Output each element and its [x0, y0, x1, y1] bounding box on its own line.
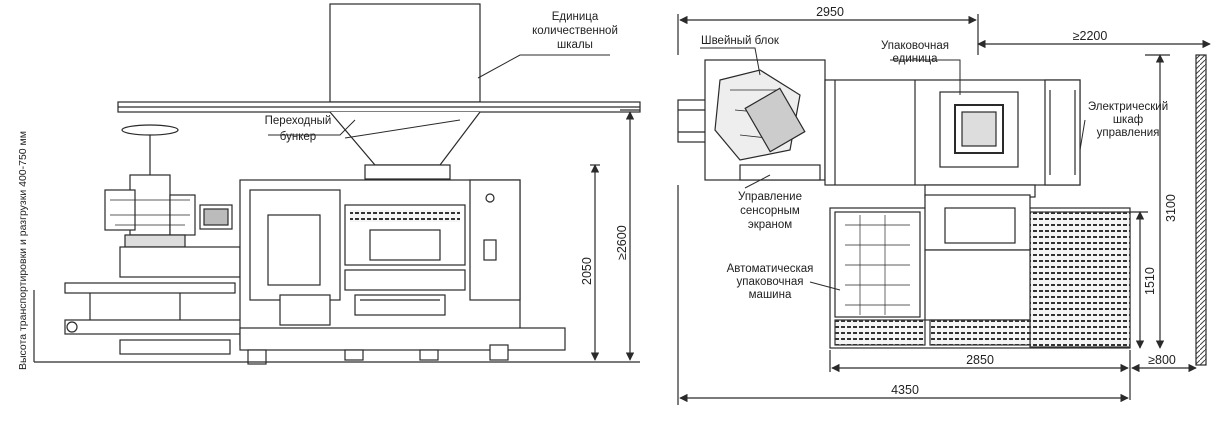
packing-unit-label-2: единица [892, 53, 938, 65]
scale-unit-label-2: количественной [532, 25, 618, 37]
wall [1195, 54, 1207, 366]
scale-unit-label-1: Единица [552, 11, 599, 23]
width-2850-label: 2850 [966, 353, 994, 367]
cabinet-label-1: Электрический [1088, 101, 1168, 113]
scale-unit-box [329, 3, 481, 103]
height-2050-label: 2050 [580, 257, 594, 285]
width-2950-label: 2950 [816, 5, 844, 19]
hopper-label-1: Переходный [265, 115, 332, 127]
cabinet-label-2: шкаф [1113, 114, 1143, 126]
auto-machine-label-2: упаковочная [736, 276, 803, 288]
top-view-labels: 2950 ≥2200 Швейный блок Упаковочная един… [701, 5, 1178, 397]
cabinet-label-3: управления [1097, 127, 1160, 139]
hopper-label-2: бункер [280, 131, 316, 143]
depth-3100-label: 3100 [1164, 194, 1178, 222]
side-view-labels: Единица количественной шкалы Переходный … [265, 11, 618, 143]
side-view: Высота транспортировки и разгрузки 400-7… [17, 3, 641, 370]
clearance-800-label: ≥800 [1148, 353, 1176, 367]
packing-unit-label-1: Упаковочная [881, 40, 949, 52]
sewing-block-label: Швейный блок [701, 35, 780, 47]
depth-1510-label: 1510 [1143, 267, 1157, 295]
clearance-2200-label: ≥2200 [1073, 29, 1108, 43]
width-4350-label: 4350 [891, 383, 919, 397]
touchscreen-label-1: Управление [738, 191, 802, 203]
conveyor [64, 282, 236, 294]
height-2600-label: ≥2600 [615, 225, 629, 260]
scale-unit-label-3: шкалы [557, 39, 593, 51]
touchscreen-label-3: экраном [748, 219, 792, 231]
electrical-cabinet [1044, 79, 1081, 186]
touchscreen-label-2: сенсорным [740, 205, 800, 217]
auto-machine-label-1: Автоматическая [727, 263, 814, 275]
auto-machine-label-3: машина [749, 289, 792, 301]
top-view [677, 14, 1211, 405]
transport-height-note: Высота транспортировки и разгрузки 400-7… [17, 131, 29, 370]
